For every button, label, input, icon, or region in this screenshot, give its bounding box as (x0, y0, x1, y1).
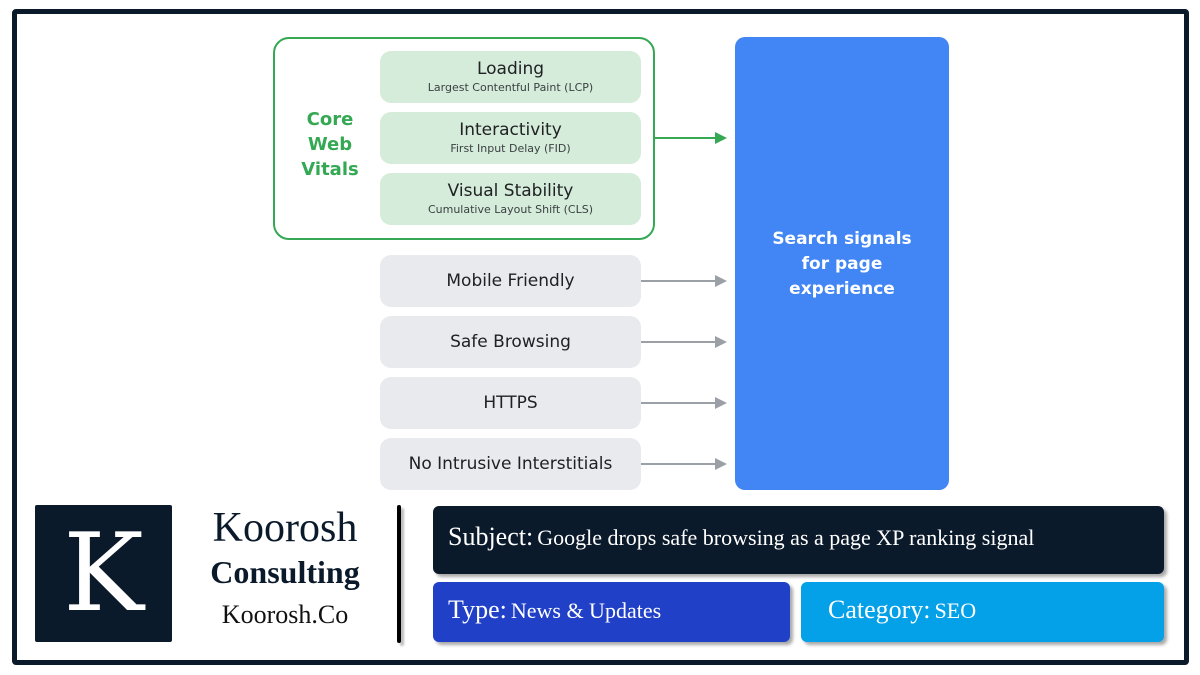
brand-name-line1: Koorosh (212, 505, 358, 551)
subject-value: Google drops safe browsing as a page XP … (537, 525, 1035, 550)
type-key: Type: (448, 595, 507, 624)
brand-logo-icon: K (35, 505, 172, 642)
core-web-vitals-label: Core Web Vitals (290, 107, 370, 182)
vital-visual-stability: Visual Stability Cumulative Layout Shift… (380, 173, 641, 225)
search-signals-line: Search signals (772, 229, 912, 249)
vital-interactivity: Interactivity First Input Delay (FID) (380, 112, 641, 164)
vital-title: Visual Stability (447, 181, 574, 201)
category-banner: Category: SEO (801, 582, 1164, 642)
search-signals-line: experience (789, 279, 895, 299)
signal-mobile-friendly: Mobile Friendly (380, 255, 641, 307)
arrow-right-icon (641, 458, 727, 470)
subject-key: Subject: (448, 522, 534, 551)
cwv-label-line: Vitals (301, 159, 359, 180)
type-value: News & Updates (510, 598, 662, 623)
signal-safe-browsing: Safe Browsing (380, 316, 641, 368)
cwv-arrow-icon (655, 132, 727, 144)
brand-name-line2: Consulting (210, 554, 360, 590)
vital-title: Loading (476, 59, 545, 79)
category-value: SEO (934, 598, 977, 623)
category-key: Category: (828, 595, 931, 624)
arrow-right-icon (641, 397, 727, 409)
arrow-right-icon (641, 275, 727, 287)
search-signals-box (735, 37, 949, 490)
cwv-label-line: Web (307, 134, 353, 155)
vital-loading: Loading Largest Contentful Paint (LCP) (380, 51, 641, 103)
search-signals-line: for page (801, 254, 883, 274)
arrow-right-icon (641, 336, 727, 348)
vertical-divider (397, 505, 401, 643)
core-web-vitals-group (273, 37, 655, 240)
vital-title: Interactivity (459, 120, 562, 140)
vital-subtitle: First Input Delay (FID) (450, 142, 571, 155)
cwv-label-line: Core (306, 109, 354, 130)
signal-no-intrusive-interstitials: No Intrusive Interstitials (380, 438, 641, 490)
search-signals-label: Search signals for page experience (735, 227, 949, 302)
type-banner: Type: News & Updates (433, 582, 790, 642)
brand-website: Koorosh.Co (221, 600, 349, 629)
signal-https: HTTPS (380, 377, 641, 429)
vital-subtitle: Largest Contentful Paint (LCP) (427, 81, 594, 94)
vital-subtitle: Cumulative Layout Shift (CLS) (427, 203, 594, 216)
subject-banner: Subject: Google drops safe browsing as a… (433, 506, 1164, 574)
brand-name: Koorosh Consulting Koorosh.Co (185, 502, 385, 634)
